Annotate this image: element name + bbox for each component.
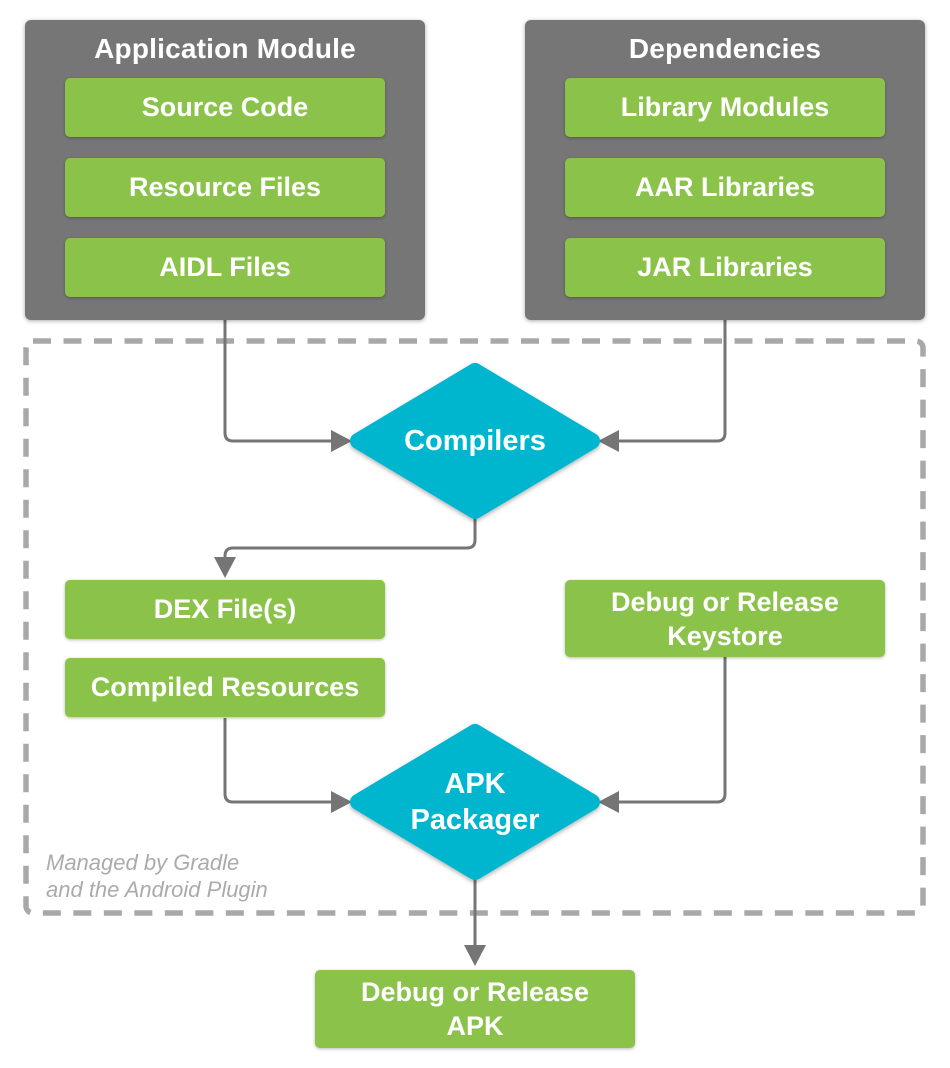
arrowhead-packager-to-apk <box>464 945 486 966</box>
jar-libraries-label: JAR Libraries <box>637 252 813 282</box>
source-code-chip: Source Code <box>65 78 385 137</box>
dex-files-label: DEX File(s) <box>153 594 297 624</box>
arrowhead-app-module-to-compilers <box>331 430 352 452</box>
gradle-zone-note-line1: Managed by Gradle <box>46 850 240 875</box>
resource-files-chip: Resource Files <box>65 158 385 217</box>
compilers-label: Compilers <box>404 425 546 457</box>
aar-libraries-label: AAR Libraries <box>634 172 816 202</box>
aidl-files-label: AIDL Files <box>159 252 291 282</box>
apk-packager-label: APK Packager <box>410 768 540 836</box>
gradle-zone-note-line2: and the Android Plugin <box>46 877 268 902</box>
resource-files-label: Resource Files <box>128 172 322 202</box>
arrowhead-keystore-to-packager <box>598 791 619 813</box>
arrowhead-resources-to-packager <box>331 791 352 813</box>
library-modules-label: Library Modules <box>620 92 830 122</box>
keystore-chip: Debug or Release Keystore <box>565 580 885 657</box>
arrowhead-compilers-to-dex <box>214 557 236 578</box>
final-apk-chip: Debug or Release APK <box>315 970 635 1048</box>
arrow-app-module-to-compilers <box>223 320 332 443</box>
aidl-files-chip: AIDL Files <box>65 238 385 297</box>
arrowhead-dependencies-to-compilers <box>598 430 619 452</box>
apk-packager-diamond <box>350 724 600 880</box>
final-apk-label: Debug or Release APK <box>360 977 590 1041</box>
arrow-resources-to-packager <box>223 718 332 804</box>
source-code-label: Source Code <box>141 92 309 122</box>
gradle-zone-note: Managed by Gradle and the Android Plugin <box>46 849 268 903</box>
keystore-label: Debug or Release Keystore <box>610 586 840 651</box>
jar-libraries-chip: JAR Libraries <box>565 238 885 297</box>
arrow-compilers-to-dex <box>223 517 477 558</box>
dependencies-panel: Dependencies Library Modules AAR Librari… <box>525 20 925 320</box>
compiled-resources-chip: Compiled Resources <box>65 658 385 717</box>
dex-files-chip: DEX File(s) <box>65 580 385 639</box>
dependencies-title: Dependencies <box>628 33 822 64</box>
library-modules-chip: Library Modules <box>565 78 885 137</box>
arrow-keystore-to-packager <box>618 656 727 804</box>
compiled-resources-label: Compiled Resources <box>90 672 360 702</box>
arrow-dependencies-to-compilers <box>618 320 727 443</box>
aar-libraries-chip: AAR Libraries <box>565 158 885 217</box>
compilers-diamond <box>350 363 600 519</box>
application-module-panel: Application Module Source Code Resource … <box>25 20 425 320</box>
application-module-title: Application Module <box>94 33 356 64</box>
